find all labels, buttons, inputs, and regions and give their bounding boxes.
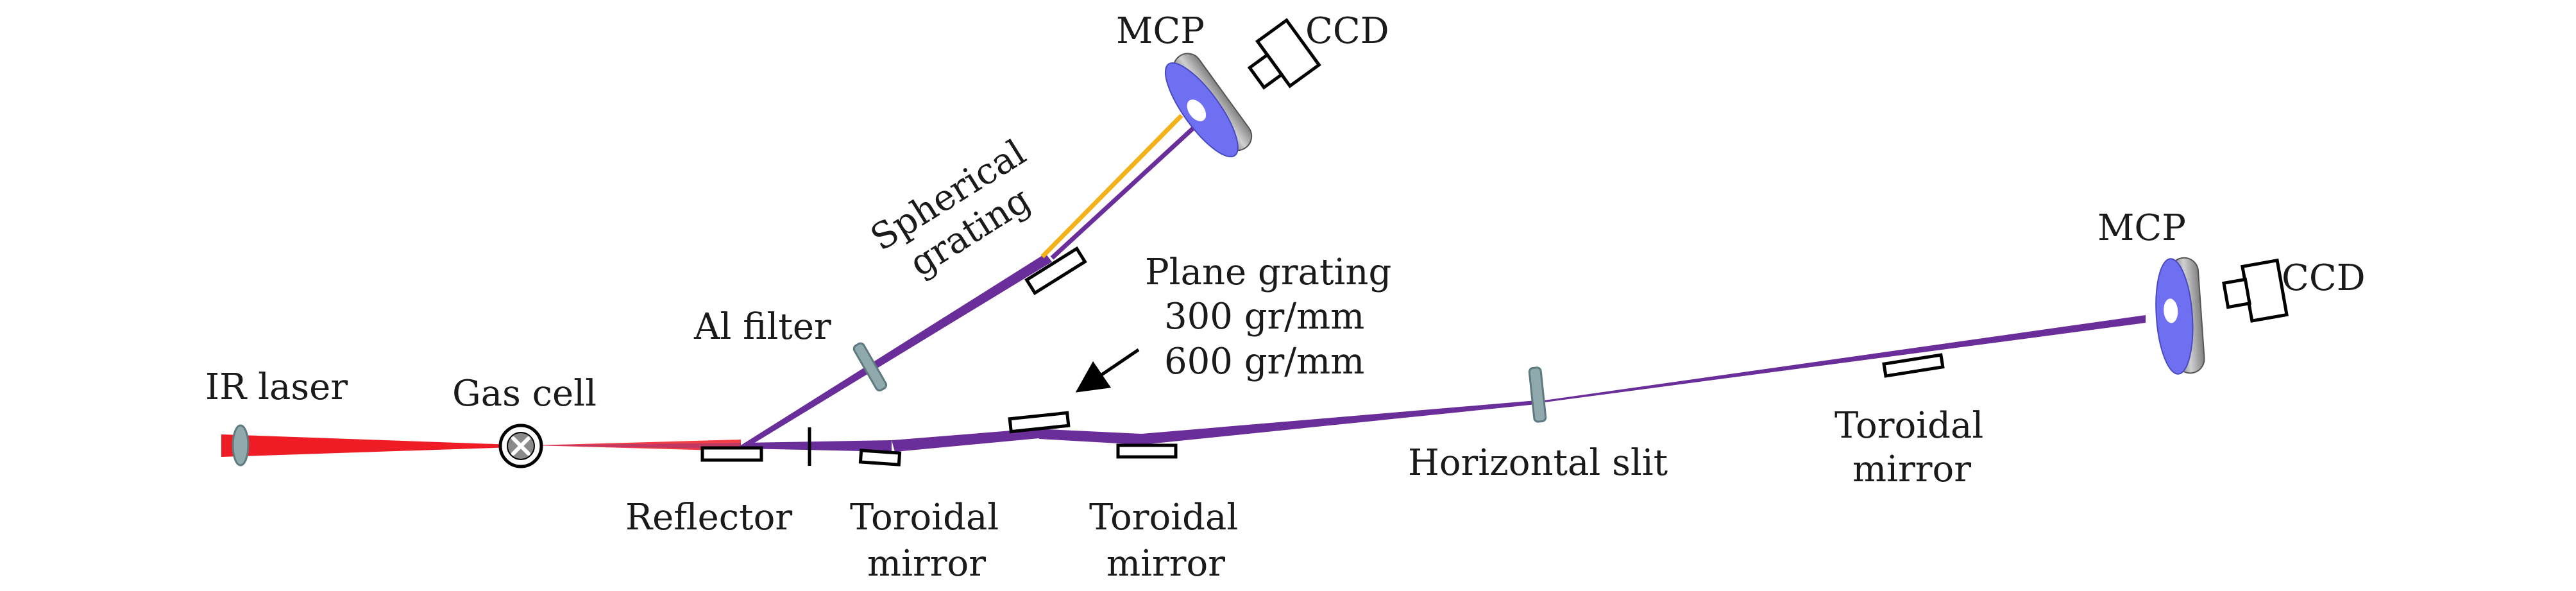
label-horizontal-slit: Horizontal slit: [1408, 442, 1668, 484]
xuv-beam-to-plane-grating: [892, 429, 1039, 452]
label-gas-cell: Gas cell: [452, 373, 597, 415]
label-ccd-top: CCD: [1305, 10, 1389, 52]
label-toroidal-mirror-1-line2: mirror: [867, 543, 986, 585]
toroidal-mirror-2: [1116, 443, 1178, 459]
label-grating-600: 600 gr/mm: [1164, 341, 1364, 382]
al-filter: [852, 342, 888, 391]
xuv-beam-to-mcp-top: [1050, 126, 1195, 260]
mcp-right: [2155, 257, 2205, 375]
label-grating-300: 300 gr/mm: [1164, 296, 1364, 338]
ir-xuv-cone: [532, 440, 741, 451]
label-toroidal-mirror-3-line2: mirror: [1852, 449, 1971, 490]
ir-laser-beam: [221, 434, 513, 457]
label-ir-laser: IR laser: [205, 366, 348, 408]
ccd-right: [2222, 258, 2289, 323]
label-toroidal-mirror-1-line1: Toroidal: [850, 497, 999, 538]
plane-grating: [1008, 411, 1071, 434]
label-reflector: Reflector: [625, 497, 792, 538]
spherical-grating: [1024, 246, 1087, 295]
label-mcp-right: MCP: [2097, 207, 2186, 249]
xuv-beam-to-mcp-right: [1539, 315, 2146, 403]
label-mcp-top: MCP: [1116, 10, 1205, 52]
toroidal-mirror-3: [1882, 353, 1945, 378]
gas-cell: [498, 424, 543, 468]
xuv-cone-overlay: [532, 443, 741, 449]
xuv-beam-to-spherical-grating: [738, 253, 1052, 449]
toroidal-mirror-1: [858, 449, 902, 467]
label-al-filter: Al filter: [693, 306, 831, 348]
ir-laser-lens: [232, 424, 250, 467]
horizontal-slit: [1528, 366, 1547, 423]
label-toroidal-mirror-3-line1: Toroidal: [1835, 405, 1983, 447]
mcp-top: [1164, 53, 1253, 158]
label-toroidal-mirror-2-line1: Toroidal: [1089, 497, 1238, 538]
reflector: [700, 446, 763, 462]
label-plane-grating: Plane grating: [1145, 252, 1391, 293]
label-toroidal-mirror-2-line2: mirror: [1106, 543, 1225, 585]
plane-grating-arrow: [1075, 348, 1140, 393]
label-ccd-right: CCD: [2282, 257, 2366, 299]
xuv-beam-to-toroidal-1: [744, 440, 892, 452]
harmonic-line-to-mcp-top: [1040, 114, 1183, 259]
ccd-top: [1247, 18, 1321, 90]
xuv-beam-to-slit: [1142, 400, 1536, 445]
xuv-beam-to-toroidal-2: [1034, 429, 1142, 445]
